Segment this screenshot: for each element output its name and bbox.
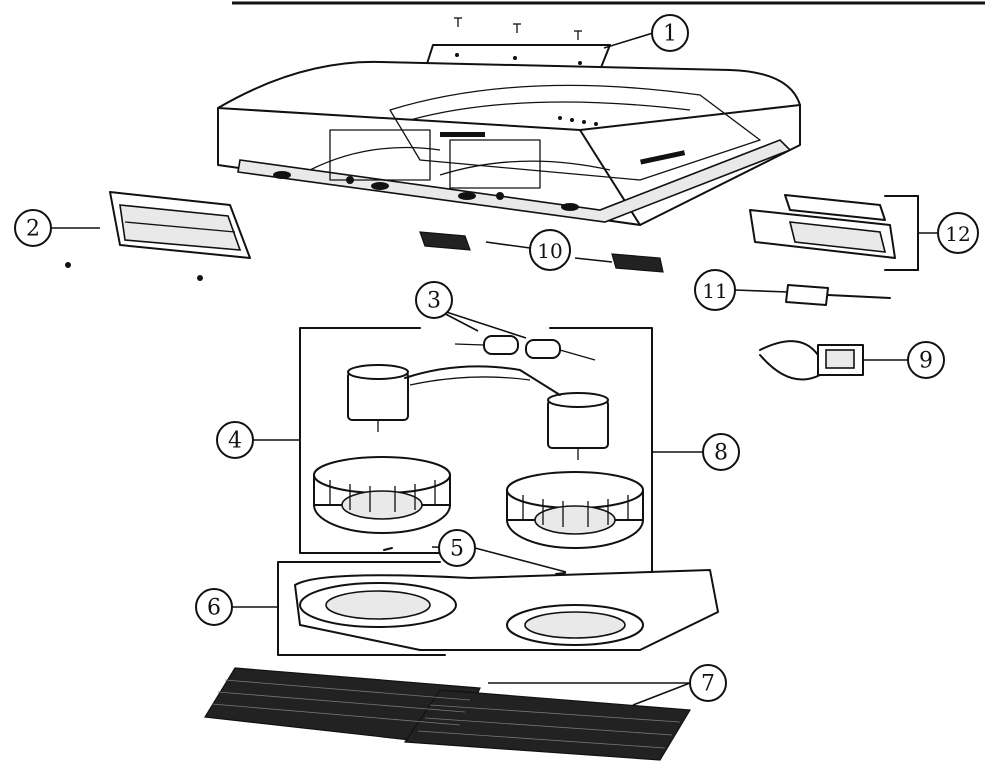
part-small-screws <box>383 547 566 575</box>
part-motors <box>347 364 609 460</box>
svg-text:8: 8 <box>714 441 728 466</box>
callout-4: 4 <box>216 421 254 459</box>
svg-text:7: 7 <box>701 672 715 697</box>
callout-1: 1 <box>651 14 689 52</box>
svg-text:5: 5 <box>450 537 464 562</box>
svg-text:6: 6 <box>207 596 221 621</box>
svg-text:11: 11 <box>702 279 727 303</box>
svg-text:10: 10 <box>537 239 562 263</box>
svg-text:1: 1 <box>663 22 677 47</box>
leader-lines <box>50 32 938 706</box>
svg-text:12: 12 <box>945 222 970 246</box>
part-small-board <box>785 284 891 306</box>
svg-text:9: 9 <box>919 349 933 374</box>
part-side-duct <box>65 191 251 281</box>
svg-text:3: 3 <box>427 289 441 314</box>
callout-9: 9 <box>907 341 945 379</box>
callout-12: 12 <box>937 212 979 254</box>
svg-text:4: 4 <box>228 429 242 454</box>
part-transformer <box>759 340 864 381</box>
part-hood-body <box>217 60 801 226</box>
part-housing-plate <box>277 561 719 656</box>
part-capacitors <box>454 335 596 361</box>
part-switches <box>419 231 664 273</box>
callout-7: 7 <box>689 664 727 702</box>
callout-5: 5 <box>438 529 476 567</box>
callout-8: 8 <box>702 433 740 471</box>
callout-3: 3 <box>415 281 453 319</box>
part-blower-wheels <box>313 456 644 549</box>
callout-10: 10 <box>529 229 571 271</box>
part-top-plate <box>424 17 611 71</box>
part-grease-filters <box>203 667 692 761</box>
svg-text:2: 2 <box>26 217 40 242</box>
part-control-board <box>749 194 919 271</box>
callout-11: 11 <box>694 269 736 311</box>
callout-2: 2 <box>14 209 52 247</box>
callout-6: 6 <box>195 588 233 626</box>
